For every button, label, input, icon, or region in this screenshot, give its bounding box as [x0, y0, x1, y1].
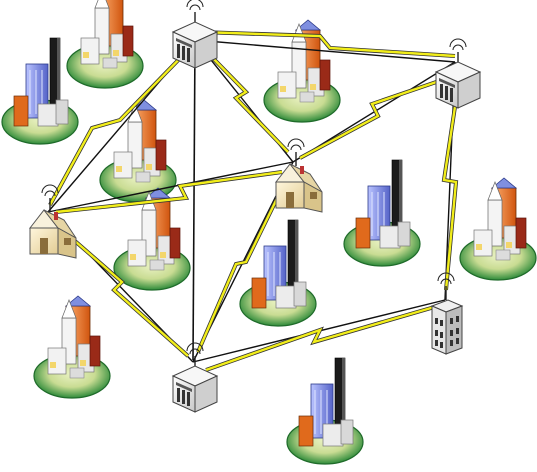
city-cluster	[1, 37, 79, 145]
bank-node	[172, 0, 218, 69]
city-cluster	[459, 177, 537, 281]
city-cluster	[239, 219, 317, 327]
bank-node	[435, 38, 481, 109]
city-cluster	[33, 295, 111, 399]
bank-node	[172, 342, 218, 413]
city-cluster	[66, 0, 144, 89]
wired-link	[194, 39, 456, 63]
wired-link	[47, 161, 294, 213]
city-cluster	[286, 357, 364, 465]
city-cluster	[343, 159, 421, 267]
wired-link	[192, 39, 196, 361]
